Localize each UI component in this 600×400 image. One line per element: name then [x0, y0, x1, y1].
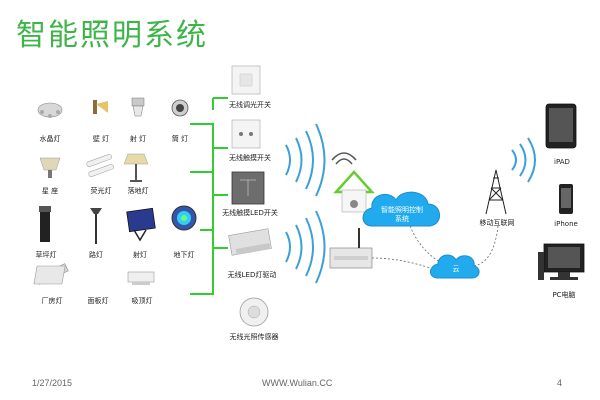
tower-icon	[485, 169, 507, 215]
star-lamp-icon	[39, 157, 61, 178]
cloud-label: 智能照明控制系统	[381, 206, 423, 223]
wall-lamp-icon	[93, 100, 108, 114]
floor-lamp-icon	[123, 153, 149, 182]
device-label-pc: PC电脑	[552, 291, 576, 299]
lawn-lamp-icon	[39, 206, 51, 242]
internet-to-tower-link	[473, 225, 499, 267]
control-links	[213, 97, 228, 249]
lamp-label-down: 筒 灯	[171, 135, 189, 143]
lamp-label-floor: 落地灯	[127, 187, 149, 195]
lamp-label-highbay: 厂房灯	[41, 297, 63, 305]
lamp-bus-line	[190, 123, 214, 295]
lamp-label-panel: 面板灯	[87, 297, 109, 305]
internet-cloud-label: 云	[452, 265, 460, 273]
lamp-label-lawn: 草坪灯	[35, 251, 57, 259]
tower-wifi-arcs	[511, 137, 536, 183]
control-label-sensor: 无线光照传感器	[229, 333, 279, 341]
lamp-label-crystal: 水晶灯	[39, 135, 61, 143]
wifi-arcs-lower	[285, 210, 326, 284]
control-label-touch: 无线触摸LED开关	[222, 209, 278, 217]
lamp-label-underground: 地下灯	[173, 251, 195, 259]
control-label-driver: 无线LED灯驱动	[227, 271, 277, 279]
fluorescent-lamp-icon	[86, 153, 114, 177]
tower-label: 移动互联网	[479, 219, 515, 227]
connector-lines	[190, 97, 228, 295]
touch-device-icon	[231, 171, 265, 205]
router-to-internet-link	[371, 257, 431, 269]
lamp-label-fluorescent: 荧光灯	[90, 187, 112, 195]
router-icon	[329, 228, 373, 269]
ipad-icon	[545, 103, 577, 149]
lamp-label-star: 星 座	[41, 187, 59, 195]
lamp-label-ceiling: 吸顶灯	[131, 297, 153, 305]
wifi-signal-icon	[331, 152, 357, 165]
crystal-lamp-icon	[37, 102, 63, 118]
iphone-icon	[559, 184, 573, 214]
switch-device-icon	[231, 65, 261, 95]
footer-site: WWW.Wulian.CC	[262, 378, 333, 388]
flood-lamp-icon	[126, 207, 156, 242]
socket-device-icon	[231, 119, 261, 149]
slide-title: 智能照明系统	[16, 18, 208, 53]
pc-monitor-icon	[538, 243, 585, 280]
footer-page-number: 4	[557, 378, 563, 388]
control-label-switch: 无线调光开关	[229, 101, 271, 109]
control-devices	[228, 65, 272, 327]
spot-lamp-icon	[131, 97, 145, 117]
device-label-ipad: iPAD	[554, 158, 570, 166]
lamp-label-road: 路灯	[89, 251, 103, 259]
down-lamp-icon	[171, 99, 189, 117]
ceiling-lamp-icon	[127, 271, 155, 285]
lamp-label-flood: 射灯	[133, 251, 147, 259]
road-lamp-icon	[90, 208, 102, 244]
lamp-label-spot: 射 灯	[129, 135, 147, 143]
internet-cloud-icon	[430, 254, 480, 279]
cloud-to-internet-link	[409, 225, 441, 263]
driver-device-icon	[228, 228, 272, 256]
wifi-arcs-upper	[285, 123, 326, 197]
footer-date: 1/27/2015	[32, 378, 73, 388]
dashed-links	[371, 225, 499, 269]
gateway-house-icon	[333, 170, 375, 213]
lamp-label-wall: 壁 灯	[92, 135, 110, 143]
control-label-socket: 无线触摸开关	[229, 154, 271, 162]
underground-lamp-icon	[171, 205, 197, 231]
lamp-icons	[37, 97, 189, 118]
cloud-icon	[362, 191, 440, 227]
device-label-iphone: iPhone	[554, 220, 578, 228]
panel-lamp-icon	[33, 265, 66, 285]
sensor-device-icon	[239, 297, 269, 327]
